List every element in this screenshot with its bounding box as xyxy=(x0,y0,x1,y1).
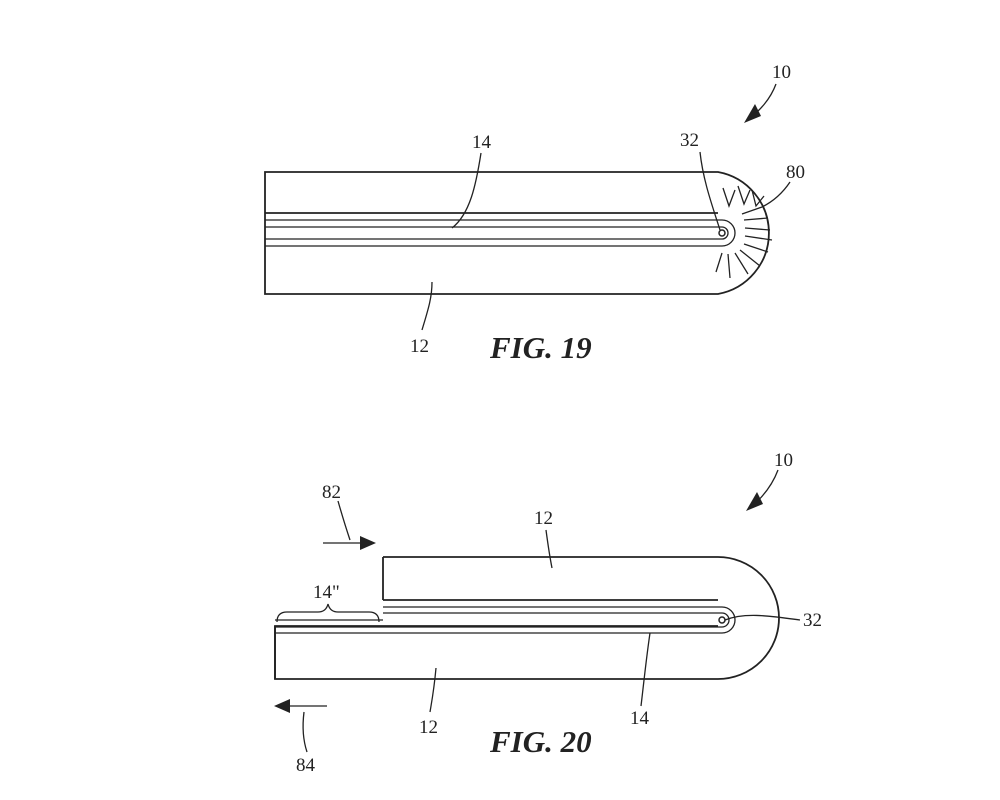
fig20-arrow-82-head xyxy=(360,536,376,550)
fig19-leader-80 xyxy=(761,181,791,208)
fig20-label-82: 82 xyxy=(322,482,341,503)
fig20-arrowhead-10 xyxy=(746,492,763,511)
fig19-leader-12 xyxy=(421,281,433,331)
fig19-label-14: 14 xyxy=(472,132,492,153)
fig20-leader-12-bottom xyxy=(429,667,437,713)
fig19-light-rays xyxy=(715,185,773,279)
fig20-label-10: 10 xyxy=(774,450,793,471)
fig20-label-84: 84 xyxy=(296,755,316,776)
fig20-arrow-84-head xyxy=(274,699,290,713)
fig19-display-outer xyxy=(265,219,736,247)
fig20-label-12-top: 12 xyxy=(534,508,553,529)
fig20-leader-84 xyxy=(302,711,308,753)
fig20-brace-14pp xyxy=(276,603,380,623)
fig20-label-12-bottom: 12 xyxy=(419,717,438,738)
fig20-leader-12-top xyxy=(545,529,553,569)
fig19-label-80: 80 xyxy=(786,162,805,183)
figure-20: 10 82 12 14" 32 12 14 84 FIG. 20 xyxy=(274,450,822,776)
fig19-arrowhead-10 xyxy=(744,104,761,123)
fig20-label-32: 32 xyxy=(803,610,822,631)
fig20-upper-panel xyxy=(274,556,780,680)
fig19-label-10: 10 xyxy=(772,62,791,83)
figure-19: 10 14 32 80 12 FIG. 19 xyxy=(264,62,805,365)
fig20-hinge-point xyxy=(718,616,726,624)
fig19-display-inner xyxy=(265,226,729,240)
fig20-label-14: 14 xyxy=(630,708,650,729)
fig20-leader-82 xyxy=(337,500,351,541)
fig19-leader-14 xyxy=(451,152,482,229)
fig19-caption: FIG. 19 xyxy=(489,330,592,365)
fig20-caption: FIG. 20 xyxy=(489,724,592,759)
fig19-leader-32 xyxy=(699,151,721,231)
fig20-leader-32 xyxy=(724,614,801,621)
fig19-label-12: 12 xyxy=(410,336,429,357)
fig20-display-inner xyxy=(275,612,730,628)
fig20-label-14pp: 14" xyxy=(313,582,340,603)
fig19-housing-outline xyxy=(264,171,770,295)
fig20-leader-14 xyxy=(640,632,651,707)
fig19-hinge-point xyxy=(718,229,726,237)
fig19-label-32: 32 xyxy=(680,130,699,151)
fig20-display-outer xyxy=(275,606,736,634)
